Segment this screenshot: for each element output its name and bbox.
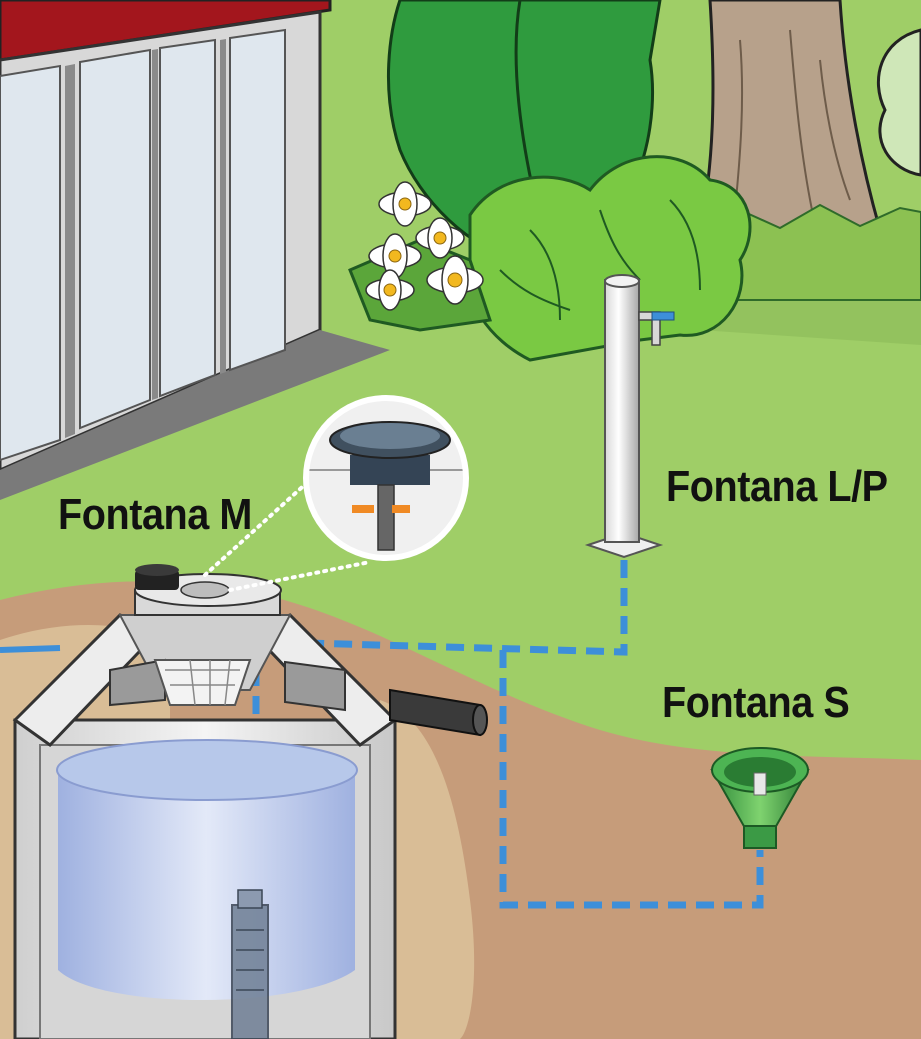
submersible-pump-icon	[231, 889, 269, 1039]
house-icon	[0, 0, 390, 500]
fontana-m-label: Fontana M	[58, 490, 252, 539]
magnifier-detail-icon	[203, 395, 469, 592]
bush	[466, 155, 752, 362]
rainwater-tank-icon	[12, 564, 488, 1039]
fontana-s-label: Fontana S	[662, 678, 850, 727]
daisy-icon	[348, 181, 492, 332]
ground-outlet-icon	[710, 747, 810, 849]
fontana-lp-label: Fontana L/P	[666, 462, 888, 511]
tree-icon	[387, 0, 921, 301]
garden-tap-icon	[584, 274, 675, 559]
